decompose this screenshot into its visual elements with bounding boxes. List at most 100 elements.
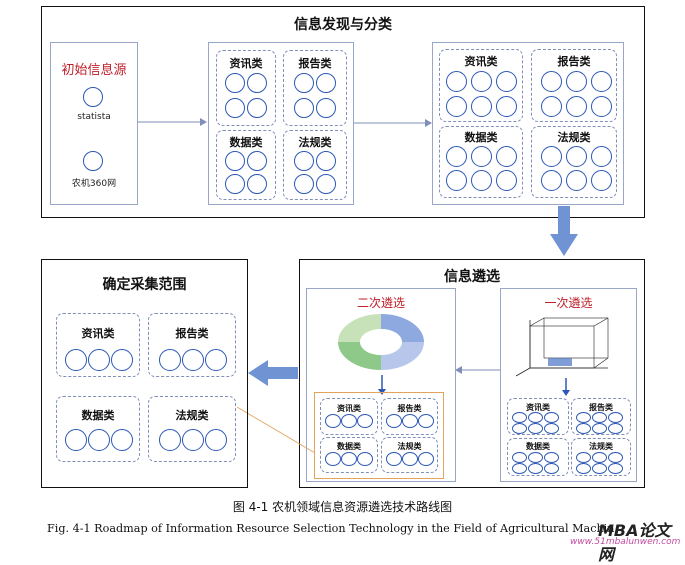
- resource-node-icon: [111, 429, 133, 451]
- cube-chart-icon: [515, 317, 609, 377]
- category-label: 数据类: [464, 131, 498, 144]
- resource-node-icon: [541, 96, 562, 117]
- connector-line: [236, 406, 316, 454]
- resource-node-icon: [512, 452, 527, 463]
- resource-node-icon: [591, 170, 612, 191]
- resource-node-icon: [471, 170, 492, 191]
- resource-node-icon: [566, 96, 587, 117]
- second-selection-heading: 二次遴选: [356, 296, 405, 310]
- category-box: [216, 130, 276, 200]
- category-box: [216, 50, 276, 126]
- resource-node-icon: [544, 423, 559, 434]
- initial-sources-heading: 初始信息源: [61, 63, 127, 78]
- collection-scope-panel: [41, 259, 248, 488]
- resource-node-icon: [528, 423, 543, 434]
- category-box: [531, 126, 617, 198]
- resource-node-icon: [592, 452, 607, 463]
- resource-node-icon: [576, 412, 591, 423]
- category-box: [56, 313, 140, 377]
- category-label: 数据类: [229, 136, 263, 149]
- resource-node-icon: [544, 412, 559, 423]
- category-label: 法规类: [557, 131, 591, 144]
- category-label: 报告类: [175, 327, 209, 340]
- resource-node-icon: [591, 96, 612, 117]
- resource-node-icon: [566, 170, 587, 191]
- collection-scope-title: 确定采集范围: [102, 277, 187, 293]
- resource-node-icon: [294, 174, 314, 194]
- category-label: 资讯类: [229, 57, 263, 70]
- category-box: [507, 398, 569, 435]
- resource-node-icon: [65, 429, 87, 451]
- resource-node-icon: [341, 452, 357, 466]
- selected-result-box: [314, 392, 444, 479]
- resource-node-icon: [512, 423, 527, 434]
- resource-node-icon: [88, 429, 110, 451]
- selection-panel: [299, 259, 645, 488]
- category-label: 法规类: [298, 136, 332, 149]
- initial-sources-box: [50, 42, 138, 205]
- flow-arrow: [562, 378, 570, 396]
- resource-node-icon: [608, 423, 623, 434]
- flow-arrow: [455, 366, 501, 374]
- category-box: [56, 396, 140, 462]
- resource-node-icon: [576, 463, 591, 474]
- resource-node-icon: [325, 414, 341, 428]
- resource-node-icon: [294, 73, 314, 93]
- resource-node-icon: [225, 98, 245, 118]
- second-selection-box: [306, 288, 456, 482]
- resource-node-icon: [576, 452, 591, 463]
- resource-node-icon: [402, 414, 418, 428]
- source-label-statista: statista: [77, 112, 111, 122]
- category-label: 资讯类: [464, 55, 498, 68]
- resource-node-icon: [205, 349, 227, 371]
- category-label: 数据类: [337, 442, 361, 451]
- category-box: [571, 398, 631, 435]
- category-label: 资讯类: [337, 404, 361, 413]
- resource-node-icon: [159, 429, 181, 451]
- category-box: [320, 437, 378, 473]
- resource-node-icon: [386, 452, 402, 466]
- resource-node-icon: [592, 423, 607, 434]
- resource-node-icon: [325, 452, 341, 466]
- category-label: 法规类: [397, 442, 422, 451]
- resource-node-icon: [608, 412, 623, 423]
- resource-node-icon: [592, 412, 607, 423]
- resource-node-icon: [471, 146, 492, 167]
- resource-node-icon: [576, 423, 591, 434]
- category-box: [439, 126, 523, 198]
- resource-node-icon: [418, 414, 434, 428]
- resource-node-icon: [418, 452, 434, 466]
- selection-panel-title: 信息遴选: [444, 269, 500, 285]
- resource-node-icon: [111, 349, 133, 371]
- resource-node-icon: [316, 174, 336, 194]
- category-box: [507, 438, 569, 476]
- category-box: [283, 50, 347, 126]
- resource-node-icon: [566, 71, 587, 92]
- resource-node-icon: [247, 98, 267, 118]
- resource-node-icon: [446, 170, 467, 191]
- source-node-icon: [83, 87, 103, 107]
- flow-arrow: [354, 119, 432, 127]
- category-label: 资讯类: [526, 403, 550, 412]
- resource-node-icon: [205, 429, 227, 451]
- resource-node-icon: [496, 146, 517, 167]
- resource-node-icon: [182, 349, 204, 371]
- resource-node-icon: [608, 463, 623, 474]
- resource-node-icon: [247, 174, 267, 194]
- resource-node-icon: [541, 146, 562, 167]
- resource-node-icon: [528, 463, 543, 474]
- resource-node-icon: [341, 414, 357, 428]
- resource-node-icon: [446, 146, 467, 167]
- category-label: 报告类: [589, 403, 613, 412]
- resource-node-icon: [544, 452, 559, 463]
- category-label: 法规类: [175, 409, 209, 422]
- resource-node-icon: [294, 151, 314, 171]
- category-label: 数据类: [526, 442, 550, 451]
- resource-node-icon: [528, 452, 543, 463]
- resource-node-icon: [65, 349, 87, 371]
- watermark-url: www.51mbalunwen.com: [570, 537, 681, 547]
- resource-node-icon: [357, 452, 373, 466]
- resource-node-icon: [541, 71, 562, 92]
- resource-node-icon: [512, 463, 527, 474]
- resource-node-icon: [496, 96, 517, 117]
